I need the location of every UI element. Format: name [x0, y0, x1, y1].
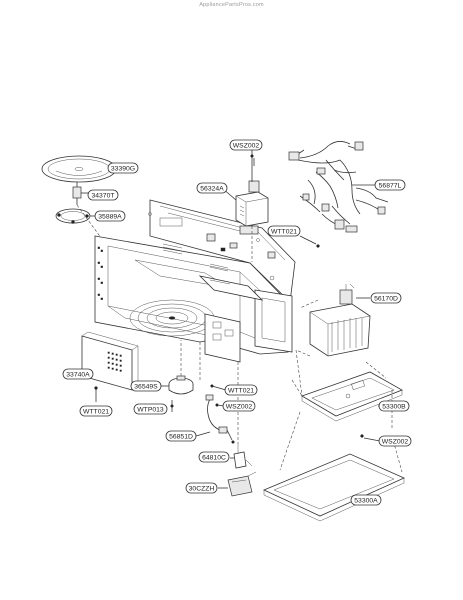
- label-36549s: 36549S: [130, 380, 162, 392]
- label-34370t: 34370T: [87, 189, 119, 201]
- label-56324a: 56324A: [196, 182, 228, 194]
- label-56877l: 56877L: [374, 179, 406, 191]
- roller-ring-drawing: [55, 208, 91, 224]
- label-wsz002-mid: WSZ002: [222, 400, 256, 412]
- label-64810c: 64810C: [198, 451, 230, 463]
- watermark-text: AppliancePartsPros.com: [199, 2, 264, 8]
- label-wtp013: WTP013: [133, 403, 168, 415]
- svg-text:56170D: 56170D: [374, 296, 398, 303]
- label-wsz002-right: WSZ002: [378, 435, 412, 447]
- base-plate-lower-drawing: [263, 453, 405, 522]
- svg-text:WTT021: WTT021: [83, 409, 109, 416]
- oven-cavity-drawing: [94, 199, 296, 363]
- svg-text:30CZZH: 30CZZH: [189, 486, 215, 493]
- svg-text:WTT021: WTT021: [271, 229, 297, 236]
- svg-text:36549S: 36549S: [134, 384, 158, 391]
- svg-text:64810C: 64810C: [202, 455, 226, 462]
- label-35889a: 35889A: [94, 210, 126, 222]
- label-53300b: 53300B: [378, 400, 410, 412]
- glass-tray-drawing: [41, 155, 117, 183]
- svg-text:WSZ002: WSZ002: [382, 439, 409, 446]
- label-33740a: 33740A: [62, 368, 94, 380]
- svg-text:56851D: 56851D: [169, 434, 193, 441]
- svg-text:53300B: 53300B: [382, 404, 406, 411]
- turntable-motor-drawing: [168, 340, 194, 395]
- svg-text:33740A: 33740A: [66, 372, 90, 379]
- label-wtt021-top: WTT021: [267, 225, 301, 237]
- coupler-drawing: [72, 182, 82, 205]
- svg-text:34370T: 34370T: [91, 193, 114, 200]
- label-wsz002-top: WSZ002: [229, 139, 263, 151]
- latch-drawing: [233, 444, 253, 469]
- svg-text:WSZ002: WSZ002: [233, 143, 260, 150]
- switch-drawing: [227, 471, 257, 497]
- svg-text:WTT021: WTT021: [228, 388, 254, 395]
- svg-text:35889A: 35889A: [98, 214, 122, 221]
- label-wtt021-left: WTT021: [79, 405, 113, 417]
- svg-text:WSZ002: WSZ002: [226, 404, 253, 411]
- svg-text:56877L: 56877L: [379, 183, 402, 190]
- magnetron-drawing: [235, 180, 269, 235]
- control-bracket-drawing: [81, 331, 139, 391]
- label-33390g: 33390G: [107, 162, 139, 174]
- svg-text:56324A: 56324A: [200, 186, 224, 193]
- label-53300a: 53300A: [350, 494, 382, 506]
- transformer-drawing: [309, 283, 371, 357]
- base-plate-upper-drawing: [301, 371, 403, 422]
- label-wtt021-mid: WTT021: [224, 384, 258, 396]
- wire-harness-drawing: [288, 141, 389, 233]
- thermistor-drawing: [205, 394, 235, 444]
- svg-text:WTP013: WTP013: [137, 407, 164, 414]
- svg-text:33390G: 33390G: [111, 166, 135, 173]
- label-56170d: 56170D: [370, 292, 402, 304]
- svg-text:53300A: 53300A: [354, 498, 378, 505]
- label-56851d: 56851D: [165, 430, 197, 442]
- label-30czzh: 30CZZH: [185, 482, 218, 494]
